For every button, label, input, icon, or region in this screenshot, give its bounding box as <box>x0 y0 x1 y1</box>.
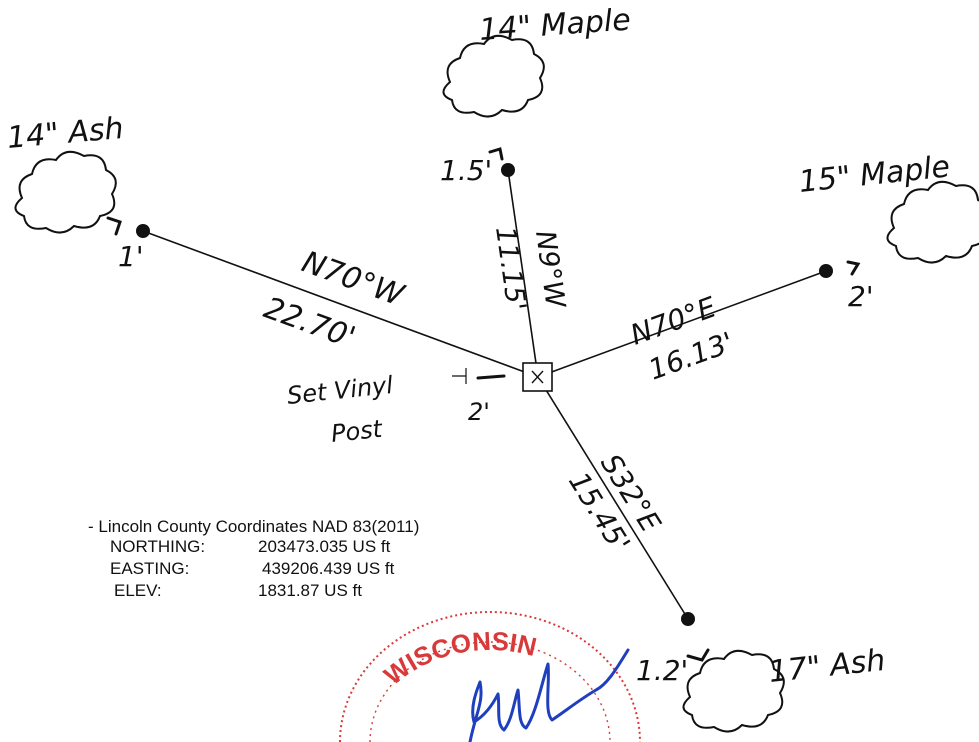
tree-point-15-maple <box>819 264 833 278</box>
line-to-17-ash <box>537 376 689 620</box>
surveyor-seal: WISCONSIN <box>339 611 641 742</box>
tree-point-17-ash <box>681 612 695 626</box>
bearing-label-n70w: N70°W <box>297 245 409 314</box>
offset-label-15-maple: 2' <box>848 280 874 313</box>
coordinates-header: - Lincoln County Coordinates NAD 83(2011… <box>88 517 419 536</box>
offset-label-14-maple: 1.5' <box>440 154 492 187</box>
distance-label-n70w: 22.70' <box>259 291 359 356</box>
tree-label-17-ash: 17" Ash <box>767 643 887 690</box>
post-offset-label: 2' <box>468 398 490 426</box>
tick-17-ash <box>686 648 710 662</box>
tick-post-offset <box>476 374 506 380</box>
tree-point-14-maple <box>501 163 515 177</box>
easting-label: EASTING: <box>110 559 189 578</box>
tree-canopy-15-maple <box>886 180 979 264</box>
coordinates-block: - Lincoln County Coordinates NAD 83(2011… <box>88 517 419 600</box>
center-post-marker <box>522 362 553 392</box>
line-to-14-ash <box>142 230 539 378</box>
northing-value: 203473.035 US ft <box>258 537 391 556</box>
post-symbol <box>452 368 467 384</box>
post-note-line2: Post <box>330 415 385 448</box>
tree-canopy-14-maple <box>442 34 545 118</box>
signature <box>468 648 630 742</box>
elev-label: ELEV: <box>114 581 162 600</box>
elev-value: 1831.87 US ft <box>258 581 362 600</box>
easting-value: 439206.439 US ft <box>262 559 395 578</box>
tree-label-14-maple: 14" Maple <box>478 2 632 47</box>
tick-14-maple <box>488 147 504 161</box>
tree-label-14-ash: 14" Ash <box>6 111 125 156</box>
bearing-label-n9w: N9°W <box>529 229 571 311</box>
line-to-15-maple <box>537 270 827 378</box>
line-to-14-maple <box>507 169 539 378</box>
tick-14-ash <box>106 216 122 236</box>
offset-label-17-ash: 1.2' <box>636 654 688 687</box>
offset-label-14-ash: 1' <box>118 240 144 273</box>
seal-text: WISCONSIN <box>378 626 539 691</box>
post-note-line1: Set Vinyl <box>286 371 395 410</box>
tree-canopy-17-ash <box>682 649 785 733</box>
distance-label-n9w: 11.15' <box>489 225 531 313</box>
northing-label: NORTHING: <box>110 537 205 556</box>
tree-point-14-ash <box>136 224 150 238</box>
tree-canopy-14-ash <box>14 150 117 234</box>
tick-15-maple <box>846 260 861 276</box>
